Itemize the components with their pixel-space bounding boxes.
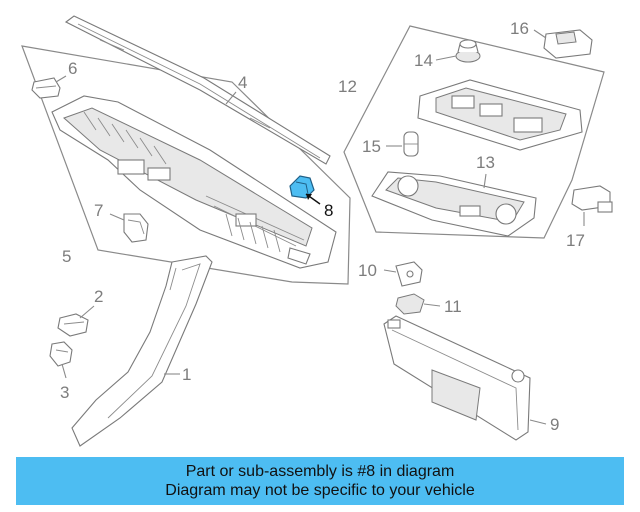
- part-12-console: [417, 79, 583, 151]
- part-15-bulb: [403, 131, 419, 157]
- callout-5: 5: [62, 247, 71, 266]
- callout-3: 3: [60, 383, 69, 402]
- leader-7: [109, 213, 125, 221]
- part-4-trim-strip: [64, 15, 331, 165]
- callout-9: 9: [550, 415, 559, 434]
- part-14-cap: [455, 39, 481, 63]
- part-17-connector: [571, 185, 613, 213]
- callout-12: 12: [338, 77, 357, 96]
- leader-14: [435, 55, 457, 61]
- part-7-fastener: [123, 213, 149, 243]
- part-10-bracket: [395, 261, 423, 287]
- callout-7: 7: [94, 201, 103, 220]
- leader-11: [423, 303, 441, 307]
- leader-4: [225, 91, 237, 105]
- part-6-clip: [31, 77, 61, 99]
- leader-9: [529, 419, 547, 425]
- banner-line-2: Diagram may not be specific to your vehi…: [165, 482, 475, 499]
- part-1-a-pillar: [71, 255, 213, 447]
- part-3-clip: [49, 341, 73, 367]
- callout-13: 13: [476, 153, 495, 172]
- leader-6: [55, 75, 67, 83]
- callout-8: 8: [324, 201, 333, 220]
- leader-13: [483, 173, 487, 189]
- callout-16: 16: [510, 19, 529, 38]
- part-13-lamp-housing: [371, 171, 537, 237]
- leader-8-arrowhead: [306, 194, 312, 200]
- callout-4: 4: [238, 73, 247, 92]
- callout-11: 11: [444, 297, 462, 316]
- callout-14: 14: [414, 51, 433, 70]
- callout-6: 6: [68, 59, 77, 78]
- group-12-outline: [343, 25, 605, 239]
- callout-2: 2: [94, 287, 103, 306]
- callout-1: 1: [182, 365, 191, 384]
- part-11-retainer: [395, 293, 425, 315]
- callout-10: 10: [358, 261, 377, 280]
- part-5-pillar-trim: [51, 95, 337, 269]
- leader-3: [61, 363, 67, 379]
- group-5-outline: [21, 45, 351, 285]
- info-banner: Part or sub-assembly is #8 in diagram Di…: [16, 457, 624, 505]
- parts-diagram: 6 4 7 5 8 1 2 3 12 14 16 15 13 17 10 11 …: [21, 15, 613, 447]
- callout-17: 17: [566, 231, 585, 250]
- leader-16: [533, 29, 547, 39]
- part-8-clip: [289, 175, 315, 199]
- callout-15: 15: [362, 137, 381, 156]
- leader-2: [79, 305, 95, 319]
- part-16-switch: [543, 29, 593, 59]
- leader-10: [383, 269, 397, 273]
- banner-line-1: Part or sub-assembly is #8 in diagram: [185, 463, 455, 480]
- part-9-sun-visor: [383, 315, 531, 441]
- part-2-clip: [57, 313, 89, 337]
